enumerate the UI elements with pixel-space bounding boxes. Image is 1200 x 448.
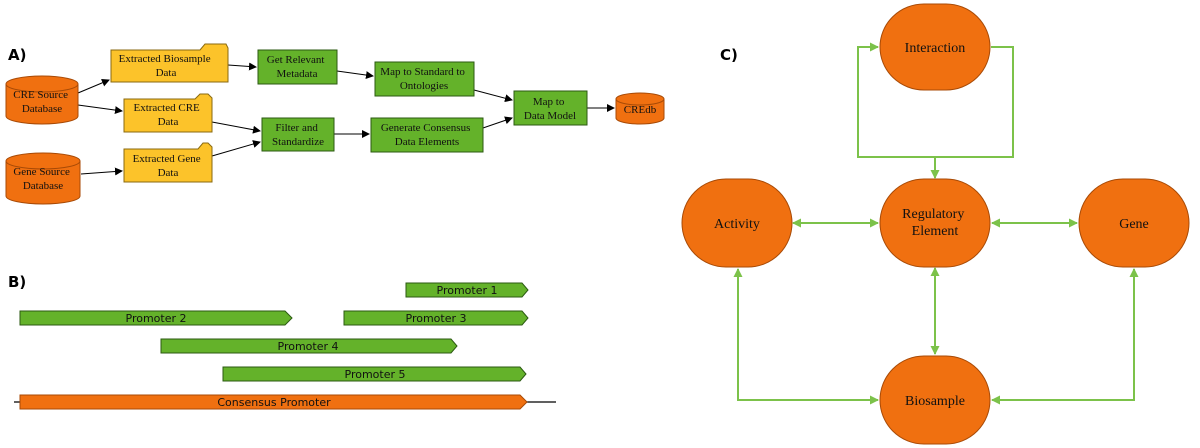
data-model-line2: Data Model <box>524 110 576 122</box>
svg-text:Filter and Standardize: Filter and Standardize <box>272 122 324 148</box>
consensus-line1: Generate Consensus <box>381 122 471 134</box>
extracted-gene-folder: Extracted Gene Data <box>123 142 213 183</box>
extracted-biosample-line1: Extracted Biosample <box>119 53 211 65</box>
gene-source-line1: Gene Source <box>13 166 70 178</box>
edge-consensus-to-data-model <box>482 116 513 129</box>
map-to-standard-box: Map to Standard to Ontologies <box>374 61 475 97</box>
edge-interaction-loop-left <box>857 42 940 179</box>
extracted-cre-line1: Extracted CRE <box>133 102 200 114</box>
consensus-promoter-arrow: Consensus Promoter <box>19 394 528 410</box>
panel-label-a: A) <box>8 46 26 64</box>
flow-connectors <box>77 62 615 176</box>
extracted-cre-folder: Extracted CRE Data <box>123 93 213 133</box>
edge-gene-to-extracted-gene <box>80 167 123 176</box>
node-regulatory-line2: Element <box>912 224 959 239</box>
svg-text:CRE Source Database: CRE Source Database <box>13 89 70 115</box>
cre-source-database: CRE Source Database <box>5 75 79 125</box>
cre-source-line1: CRE Source <box>13 89 68 101</box>
promoter-5-label: Promoter 5 <box>345 368 406 381</box>
edge-interaction-loop-right <box>935 46 1014 158</box>
svg-text:Gene Source Database: Gene Source Database <box>13 166 72 192</box>
promoter-3-label: Promoter 3 <box>406 312 467 325</box>
generate-consensus-box: Generate Consensus Data Elements <box>370 117 484 153</box>
promoter-3-arrow: Promoter 3 <box>343 310 529 326</box>
get-relevant-metadata-box: Get Relevant Metadata <box>257 49 338 85</box>
node-interaction: Interaction <box>879 3 991 91</box>
edge-activity-biosample <box>733 268 879 405</box>
graph-edges <box>733 42 1139 405</box>
edge-map-standard-to-data-model <box>473 89 513 103</box>
svg-text:Get Relevant Metadata: Get Relevant Metadata <box>267 54 327 80</box>
edge-gene-biosample <box>991 268 1139 405</box>
extracted-gene-line2: Data <box>158 167 179 179</box>
svg-text:Extracted Biosample Data: Extracted Biosample Data <box>119 53 214 79</box>
extracted-gene-line1: Extracted Gene <box>133 153 201 165</box>
panel-label-c: C) <box>720 46 738 64</box>
get-relevant-line2: Metadata <box>277 68 318 80</box>
promoter-1-label: Promoter 1 <box>437 284 498 297</box>
data-model-line1: Map to <box>533 96 565 108</box>
get-relevant-line1: Get Relevant <box>267 54 325 66</box>
extracted-cre-line2: Data <box>158 116 179 128</box>
edge-cre-to-biosample <box>77 79 110 94</box>
node-regulatory-element: Regulatory Element <box>879 178 991 268</box>
node-activity: Activity <box>681 178 793 268</box>
gene-source-line2: Database <box>23 180 63 192</box>
edge-cre-to-extracted-cre <box>77 104 123 115</box>
map-standard-line1: Map to Standard to <box>380 66 465 78</box>
node-biosample-label: Biosample <box>905 394 965 409</box>
extracted-biosample-line2: Data <box>156 67 177 79</box>
edge-extracted-gene-to-filter <box>211 140 261 157</box>
node-gene: Gene <box>1078 178 1190 268</box>
edge-biosample-to-metadata <box>227 62 257 71</box>
promoter-2-arrow: Promoter 2 <box>19 310 293 326</box>
svg-text:Generate Consensus Data: Generate Consensus Data Elements <box>381 122 473 148</box>
filter-standardize-box: Filter and Standardize <box>261 117 335 152</box>
promoter-2-label: Promoter 2 <box>126 312 187 325</box>
promoter-5-arrow: Promoter 5 <box>222 366 527 382</box>
node-biosample: Biosample <box>879 355 991 445</box>
svg-text:Map to Standard to Ontol: Map to Standard to Ontologies <box>380 66 467 92</box>
gene-source-database: Gene Source Database <box>5 152 81 205</box>
promoter-4-label: Promoter 4 <box>278 340 339 353</box>
svg-text:Regulatory Element: Regulatory Element <box>902 207 968 239</box>
svg-text:Extracted CRE Data: Extracted CRE Data <box>133 102 202 128</box>
extracted-biosample-folder: Extracted Biosample Data <box>110 43 229 83</box>
map-standard-line2: Ontologies <box>400 80 448 92</box>
consensus-promoter-label: Consensus Promoter <box>217 396 331 409</box>
filter-line1: Filter and <box>275 122 318 134</box>
svg-text:Map to Data Model: Map to Data Model <box>524 96 576 122</box>
filter-line2: Standardize <box>272 136 324 148</box>
svg-text:Extracted Gene Data: Extracted Gene Data <box>133 153 204 179</box>
cre-source-line2: Database <box>22 103 62 115</box>
node-activity-label: Activity <box>714 217 760 232</box>
panel-label-b: B) <box>8 273 26 291</box>
map-to-data-model-box: Map to Data Model <box>513 90 588 126</box>
credb-label: CREdb <box>624 104 657 116</box>
edge-extracted-cre-to-filter <box>211 121 261 134</box>
edge-metadata-to-map-standard <box>336 70 374 79</box>
node-gene-label: Gene <box>1119 217 1149 232</box>
promoter-1-arrow: Promoter 1 <box>405 282 529 298</box>
consensus-line2: Data Elements <box>395 136 459 148</box>
node-interaction-label: Interaction <box>905 41 966 56</box>
node-regulatory-line1: Regulatory <box>902 207 964 222</box>
promoter-4-arrow: Promoter 4 <box>160 338 458 354</box>
credb-database: CREdb <box>615 92 665 125</box>
